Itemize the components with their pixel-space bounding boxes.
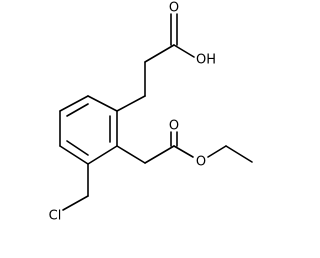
ring-bond [87, 95, 118, 112]
ring-double-bond-inner [66, 140, 89, 156]
ethyl-bond [225, 145, 253, 163]
carbon-hydroxyl-bond [173, 44, 195, 58]
ester-side-chain [116, 131, 253, 164]
atom-label-hydroxyl: OH [196, 53, 216, 68]
carbon-chlorine-bond [62, 195, 89, 211]
chain-bond [116, 145, 146, 164]
oxygen-ethyl-bond [207, 145, 227, 158]
atom-label-oxygen: O [196, 155, 206, 170]
chain-bond [144, 44, 175, 63]
structure-canvas: O OH O O Cl [48, 0, 253, 224]
atom-label-oxygen: O [169, 119, 179, 134]
atom-label-oxygen: O [169, 1, 179, 16]
molecule-drawing: O OH O O Cl [49, 1, 253, 224]
ring-bond [59, 95, 89, 112]
ring-double-bond-inner [66, 103, 89, 117]
atom-label-chlorine: Cl [49, 209, 62, 224]
benzene-ring [59, 95, 118, 165]
chain-bond [116, 95, 146, 112]
chloromethyl-group [62, 163, 89, 211]
carbon-oxygen-bond [173, 145, 194, 158]
propanoic-acid-chain [116, 13, 195, 112]
ring-bond [59, 145, 89, 165]
chain-bond [144, 145, 175, 164]
ring-bond [87, 145, 118, 165]
